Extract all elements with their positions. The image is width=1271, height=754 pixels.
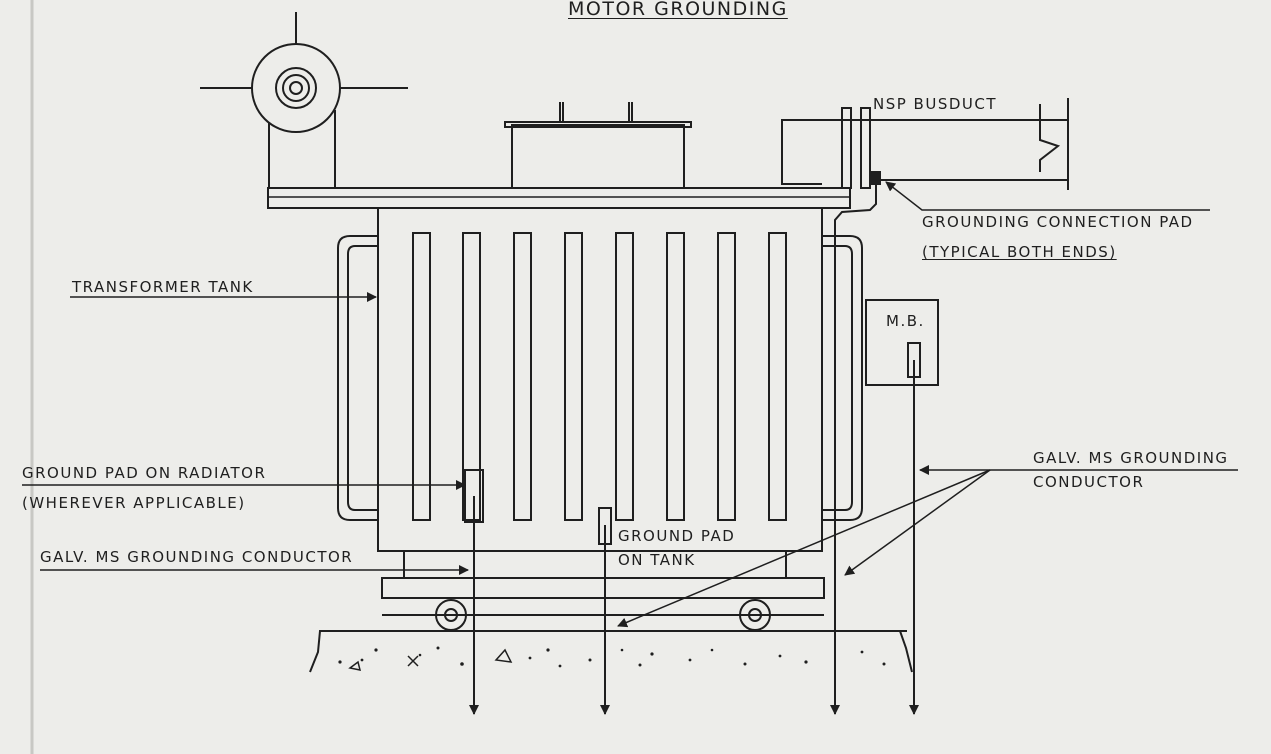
wherever-applicable-label: (WHEREVER APPLICABLE) bbox=[22, 494, 246, 512]
radiator-fins bbox=[412, 232, 787, 521]
galv-ms-grounding-right-label-2: CONDUCTOR bbox=[1033, 473, 1145, 491]
left-radiator-loop bbox=[337, 235, 378, 521]
galv-ms-grounding-right-label-1: GALV. MS GROUNDING bbox=[1033, 449, 1229, 467]
marshalling-box bbox=[865, 299, 939, 386]
ground-pad-on-tank-label-1: GROUND PAD bbox=[618, 527, 736, 545]
ground-pad-on-radiator-label: GROUND PAD ON RADIATOR bbox=[22, 464, 267, 482]
galv-ms-grounding-conductor-left-label: GALV. MS GROUNDING CONDUCTOR bbox=[40, 548, 354, 566]
diagram-title: MOTOR GROUNDING bbox=[568, 0, 788, 20]
grounding-connection-pad bbox=[871, 171, 881, 185]
leader-lines bbox=[22, 119, 1238, 628]
conservator-wheel bbox=[200, 12, 408, 188]
mb-label: M.B. bbox=[886, 312, 925, 330]
grounding-conductors bbox=[464, 184, 919, 715]
top-box bbox=[504, 102, 692, 189]
right-radiator-loop bbox=[822, 235, 863, 521]
transformer-tank-label: TRANSFORMER TANK bbox=[72, 278, 254, 296]
ground-pad-on-tank-label-2: ON TANK bbox=[618, 551, 696, 569]
grounding-connection-pad-label: GROUNDING CONNECTION PAD bbox=[922, 213, 1194, 231]
nsp-busduct-label: NSP BUSDUCT bbox=[873, 95, 998, 113]
transformer-tank-body bbox=[377, 207, 823, 552]
top-cover bbox=[267, 187, 851, 209]
typical-both-ends-label: (TYPICAL BOTH ENDS) bbox=[922, 243, 1117, 261]
ground-foundation bbox=[309, 630, 913, 673]
base-channel bbox=[381, 577, 825, 599]
